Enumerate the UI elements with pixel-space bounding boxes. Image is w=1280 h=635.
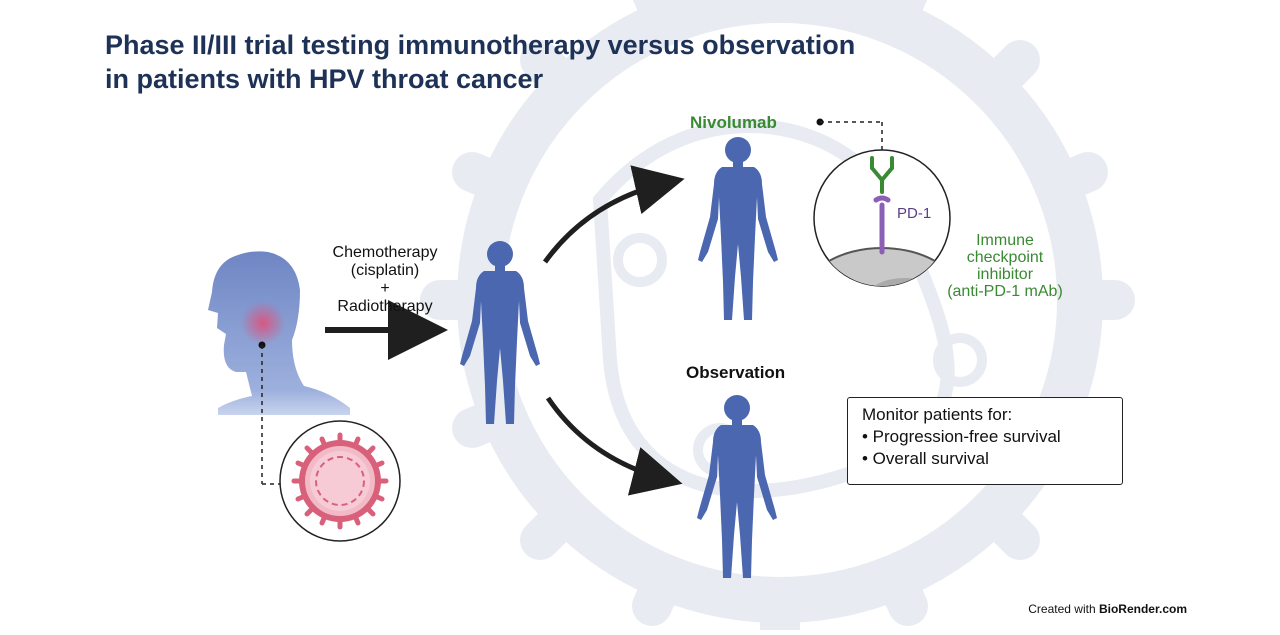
arrow-to-nivolumab: [542, 165, 685, 264]
monitor-item-progression-free: • Progression-free survival: [862, 427, 1061, 446]
credit-brand: BioRender.com: [1098, 602, 1187, 616]
title-line-2: in patients with HPV throat cancer: [105, 64, 544, 94]
arrow-to-observation: [545, 396, 683, 496]
observation-label: Observation: [686, 363, 786, 382]
hpv-virus-icon: [279, 420, 401, 542]
pd1-receptor-icon: [873, 195, 891, 255]
nivolumab-connector: [816, 118, 883, 150]
treatment-label: Chemotherapy (cisplatin) + Radiotherapy: [315, 244, 455, 316]
treatment-line-3: +: [380, 280, 390, 297]
inhibitor-line-1: Immune: [976, 232, 1034, 249]
head-profile-icon: [208, 251, 350, 485]
credit-prefix: Created with: [1028, 602, 1099, 616]
inhibitor-line-3: inhibitor: [976, 266, 1034, 283]
pd1-label: PD-1: [897, 205, 932, 222]
antibody-icon: [870, 156, 894, 194]
monitor-heading: Monitor patients for:: [862, 405, 1013, 424]
monitor-box: Monitor patients for: • Progression-free…: [847, 397, 1123, 485]
figure-title: Phase II/III trial testing immunotherapy…: [105, 28, 1005, 96]
inhibitor-label: Immune checkpoint inhibitor (anti-PD-1 m…: [930, 232, 1080, 300]
human-figure-icon: [698, 137, 778, 320]
monitor-item-overall: • Overall survival: [862, 449, 989, 468]
treatment-line-1: Chemotherapy: [332, 244, 438, 261]
nivolumab-label: Nivolumab: [690, 113, 777, 132]
title-line-1: Phase II/III trial testing immunotherapy…: [105, 30, 856, 60]
inhibitor-line-4: (anti-PD-1 mAb): [947, 283, 1063, 300]
treatment-line-4: Radiotherapy: [337, 298, 433, 315]
treatment-line-2: (cisplatin): [350, 262, 420, 279]
credit-text: Created with BioRender.com: [1028, 602, 1187, 616]
human-figure-icon: [697, 395, 777, 578]
inhibitor-line-2: checkpoint: [966, 249, 1044, 266]
